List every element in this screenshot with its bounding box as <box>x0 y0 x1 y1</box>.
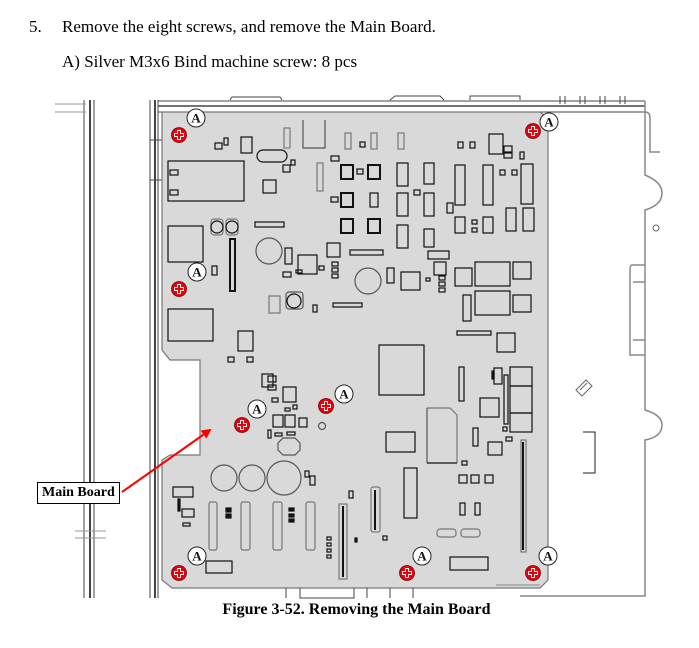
clip-icon <box>575 379 593 397</box>
screw-bottom-middle: A <box>399 546 432 581</box>
marker-circle <box>539 112 559 132</box>
screw-head-icon <box>171 281 187 297</box>
screw-head-icon <box>399 565 415 581</box>
phillips-cross-icon <box>528 568 538 578</box>
step-number: 5. <box>29 17 42 36</box>
main-board-callout-label: Main Board <box>37 482 120 504</box>
phillips-cross-icon <box>174 130 184 140</box>
screws-group: A A A A A A A A <box>171 108 559 581</box>
screw-center-right: A <box>318 384 354 414</box>
screw-bottom-left: A <box>171 546 207 581</box>
figure-caption: Figure 3-52. Removing the Main Board <box>222 601 491 618</box>
marker-circle <box>412 546 432 566</box>
phillips-cross-icon <box>321 401 331 411</box>
screw-head-icon <box>171 127 187 143</box>
screw-marker-label: A <box>191 111 201 126</box>
phillips-cross-icon <box>237 420 247 430</box>
screw-head-icon <box>525 123 541 139</box>
marker-circle <box>187 262 207 282</box>
marker-circle <box>187 546 207 566</box>
screw-head-icon <box>318 398 334 414</box>
top-chassis <box>158 95 645 113</box>
main-board <box>161 111 549 589</box>
screw-left-middle: A <box>171 262 207 297</box>
screw-marker-label: A <box>543 549 553 564</box>
marker-circle <box>538 546 558 566</box>
screw-marker-label: A <box>252 402 262 417</box>
screw-top-right: A <box>525 112 559 139</box>
parts-list-item: A) Silver M3x6 Bind machine screw: 8 pcs <box>62 52 358 71</box>
phillips-cross-icon <box>528 126 538 136</box>
marker-circle <box>186 108 206 128</box>
bottom-chassis <box>285 584 540 599</box>
screw-center-left: A <box>234 399 267 433</box>
screw-marker-label: A <box>544 115 554 130</box>
screw-head-icon <box>525 565 541 581</box>
marker-circle <box>247 399 267 419</box>
left-chassis <box>55 100 168 598</box>
screw-top-left: A <box>171 108 206 143</box>
phillips-cross-icon <box>174 284 184 294</box>
screw-marker-label: A <box>192 265 202 280</box>
screw-head-icon <box>171 565 187 581</box>
screw-marker-label: A <box>339 387 349 402</box>
callout-arrow <box>121 428 212 493</box>
step-instruction: Remove the eight screws, and remove the … <box>62 17 436 36</box>
bracket-line <box>583 431 596 474</box>
right-chassis <box>520 101 663 597</box>
board-components <box>167 120 535 580</box>
screw-marker-label: A <box>417 549 427 564</box>
screw-head-icon <box>234 417 250 433</box>
screw-marker-label: A <box>192 549 202 564</box>
screw-bottom-right: A <box>525 546 558 581</box>
phillips-cross-icon <box>174 568 184 578</box>
phillips-cross-icon <box>402 568 412 578</box>
marker-circle <box>334 384 354 404</box>
